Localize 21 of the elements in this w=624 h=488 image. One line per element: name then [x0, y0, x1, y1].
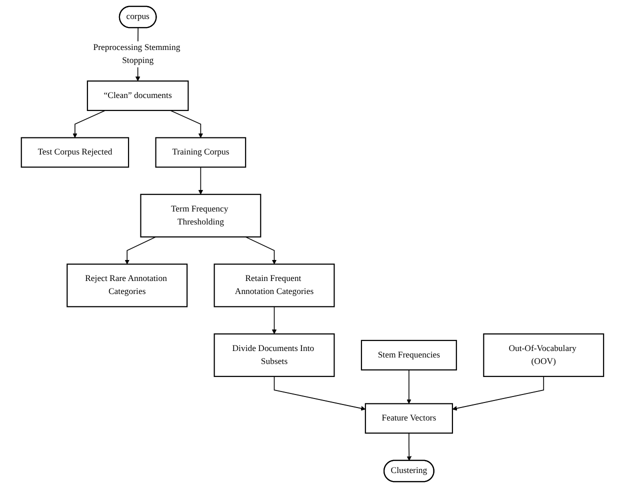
node-box: Feature Vectors	[364, 403, 453, 434]
arrow	[198, 166, 203, 195]
arrow	[271, 306, 276, 334]
node-box: Divide Documents Into Subsets	[213, 333, 334, 377]
arrow	[452, 376, 544, 411]
node-box: Reject Rare Annotation Categories	[66, 264, 188, 308]
node-box: Training Corpus	[154, 137, 246, 168]
edge-label: Preprocessing Stemming Stopping	[92, 42, 180, 66]
arrow	[244, 236, 276, 264]
node-box: “Clean” documents	[86, 80, 188, 111]
arrow	[406, 369, 411, 404]
node-box: Test Corpus Rejected	[20, 137, 129, 168]
node-box: Term Frequency Thresholding	[140, 194, 261, 238]
node-box: Out-Of-Vocabulary (OOV)	[482, 333, 604, 377]
node-box: Retain Frequent Annotation Categories	[213, 264, 334, 308]
arrow	[124, 236, 156, 264]
arrow	[406, 432, 412, 461]
arrow	[170, 110, 203, 138]
node-box: Stem Frequencies	[360, 340, 456, 370]
arrow	[72, 110, 106, 138]
arrow	[273, 376, 366, 411]
